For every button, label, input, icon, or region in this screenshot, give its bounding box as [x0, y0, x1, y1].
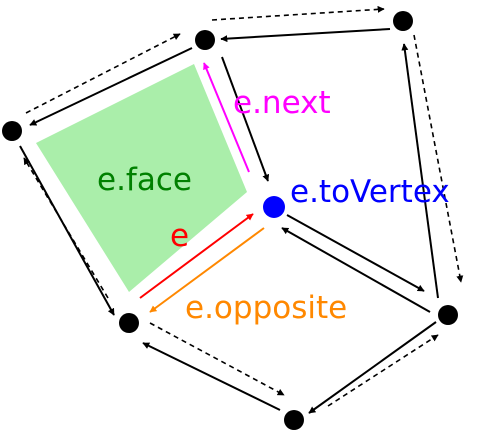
vertex-b — [284, 410, 304, 430]
label-e-to-vertex: e.toVertex — [290, 174, 450, 210]
label-e-opposite: e.opposite — [185, 290, 347, 326]
vertex-tr — [393, 11, 413, 31]
edge-t-tr — [211, 5, 385, 21]
vertices — [2, 11, 458, 430]
edge-r-c — [281, 227, 431, 313]
edge-r-tr — [401, 43, 439, 299]
half-edges — [19, 5, 464, 414]
vertex-t — [195, 30, 215, 50]
edge-tr-t — [220, 28, 391, 43]
vertex-r — [438, 305, 458, 325]
label-e-face: e.face — [97, 162, 192, 198]
edge-e — [139, 213, 254, 299]
edge-bl-b — [149, 322, 285, 396]
label-e: e — [170, 218, 189, 254]
edge-c-r — [286, 214, 425, 292]
edge-b-r — [327, 334, 439, 407]
label-e-next: e.next — [233, 85, 331, 121]
vertex-to-vertex — [263, 196, 285, 218]
edge-e-next — [203, 62, 250, 173]
edge-t-l — [29, 47, 193, 126]
edge-r-b — [308, 321, 437, 414]
edge-l-bl — [19, 145, 115, 316]
edge-tr-r — [413, 34, 464, 283]
edge-t-c — [221, 56, 270, 182]
edge-e-opposite — [149, 227, 265, 313]
vertex-bl — [119, 313, 139, 333]
edge-bl-l — [23, 157, 109, 299]
edge-l-t — [25, 33, 181, 114]
face-polygon — [36, 64, 247, 292]
vertex-l — [2, 121, 22, 141]
edge-b-bl — [142, 342, 281, 411]
